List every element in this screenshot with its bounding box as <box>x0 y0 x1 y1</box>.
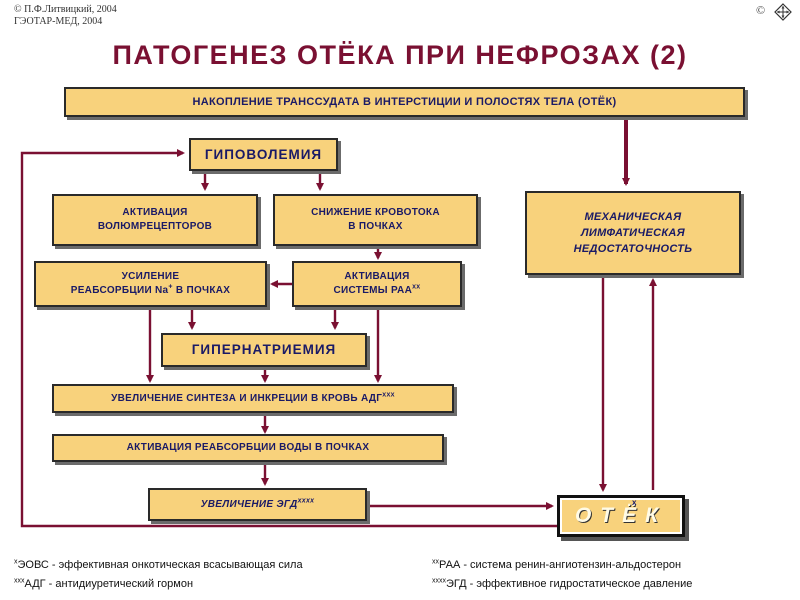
edema-label: ОТЁК <box>574 504 668 527</box>
footnote-raa: ххРАА - система ренин-ангиотензин-альдос… <box>432 556 681 575</box>
blood-flow-line-2: В ПОЧКАХ <box>348 221 403 232</box>
volumereceptors-line-1: АКТИВАЦИЯ <box>122 207 188 218</box>
raa-activation-box: АКТИВАЦИЯ СИСТЕМЫ РААхх <box>292 261 462 307</box>
mechanical-insufficiency-box: МЕХАНИЧЕСКАЯ ЛИМФАТИЧЕСКАЯ НЕДОСТАТОЧНОС… <box>525 191 741 275</box>
footnote-eovs-sup: х <box>14 558 18 566</box>
blood-flow-line-1: СНИЖЕНИЕ КРОВОТОКА <box>311 207 440 218</box>
raa-line-2: СИСТЕМЫ РАА <box>333 285 413 296</box>
mechanical-line-1: МЕХАНИЧЕСКАЯ <box>584 211 682 223</box>
volumereceptors-box: АКТИВАЦИЯ ВОЛЮМРЕЦЕПТОРОВ <box>52 194 258 246</box>
egd-increase-label: УВЕЛИЧЕНИЕ ЭГД <box>200 498 298 510</box>
na-reabsorption-line-1: УСИЛЕНИЕ <box>121 271 180 282</box>
volumereceptors-line-2: ВОЛЮМРЕЦЕПТОРОВ <box>97 221 213 232</box>
mechanical-line-2: ЛИМФАТИЧЕСКАЯ <box>581 227 685 239</box>
transudate-label: НАКОПЛЕНИЕ ТРАНССУДАТА В ИНТЕРСТИЦИИ И П… <box>192 96 617 108</box>
raa-line-1: АКТИВАЦИЯ <box>344 271 410 282</box>
footnote-raa-sup: хх <box>432 558 439 566</box>
hypernatremia-label: ГИПЕРНАТРИЕМИЯ <box>191 342 337 357</box>
egd-increase-box: УВЕЛИЧЕНИЕ ЭГДхххх <box>148 488 367 521</box>
water-reabsorption-label: АКТИВАЦИЯ РЕАБСОРБЦИИ ВОДЫ В ПОЧКАХ <box>126 442 370 453</box>
hypovolemia-box: ГИПОВОЛЕМИЯ <box>189 138 338 171</box>
footnote-eovs-text: ЭОВС - эффективная онкотическая всасываю… <box>17 559 303 571</box>
hypernatremia-box: ГИПЕРНАТРИЕМИЯ <box>161 333 367 367</box>
arrow-edema-to-hypovolemia <box>20 149 557 528</box>
water-reabsorption-box: АКТИВАЦИЯ РЕАБСОРБЦИИ ВОДЫ В ПОЧКАХ <box>52 434 444 462</box>
edema-sup: х <box>632 498 637 507</box>
footnote-egd: ххххЭГД - эффективное гидростатическое д… <box>432 575 692 594</box>
footnote-adh-text: АДГ - антидиуретический гормон <box>24 578 194 590</box>
footnote-adh-sup: ххх <box>14 577 25 585</box>
mechanical-line-3: НЕДОСТАТОЧНОСТЬ <box>573 243 693 255</box>
adh-synthesis-box: УВЕЛИЧЕНИЕ СИНТЕЗА И ИНКРЕЦИИ В КРОВЬ АД… <box>52 384 454 413</box>
adh-sup: ххх <box>382 391 395 399</box>
egd-sup: хххх <box>297 497 315 505</box>
copyright-line-1: © П.Ф.Литвицкий, 2004 <box>14 4 117 15</box>
copyright-symbol: © <box>756 3 766 17</box>
na-plus-sup: + <box>168 283 173 291</box>
adh-synthesis-label: УВЕЛИЧЕНИЕ СИНТЕЗА И ИНКРЕЦИИ В КРОВЬ АД… <box>111 392 383 404</box>
copyright-line-2: ГЭОТАР-МЕД, 2004 <box>14 16 103 27</box>
transudate-box: НАКОПЛЕНИЕ ТРАНССУДАТА В ИНТЕРСТИЦИИ И П… <box>64 87 745 117</box>
copyright-notice: © П.Ф.Литвицкий, 2004 ГЭОТАР-МЕД, 2004 <box>14 4 117 28</box>
na-reabsorption-line-2a: РЕАБСОРБЦИИ Na <box>70 285 169 296</box>
edema-box: ОТЁК х <box>557 495 685 537</box>
footnote-raa-text: РАА - система ренин-ангиотензин-альдосте… <box>439 559 682 571</box>
footnote-egd-text: ЭГД - эффективное гидростатическое давле… <box>446 578 693 590</box>
footnote-egd-sup: хххх <box>432 577 446 585</box>
footnote-eovs: хЭОВС - эффективная онкотическая всасыва… <box>14 556 303 575</box>
hypovolemia-label: ГИПОВОЛЕМИЯ <box>204 146 323 162</box>
diamond-nav-icon[interactable] <box>774 3 792 21</box>
na-reabsorption-box: УСИЛЕНИЕ РЕАБСОРБЦИИ Na+ В ПОЧКАХ <box>34 261 267 307</box>
footnote-adh: хххАДГ - антидиуретический гормон <box>14 575 193 594</box>
raa-sup: хх <box>412 283 421 291</box>
page-title: ПАТОГЕНЕЗ ОТЁКА ПРИ НЕФРОЗАХ (2) <box>112 40 688 70</box>
na-reabsorption-line-2b: В ПОЧКАХ <box>172 285 231 296</box>
blood-flow-box: СНИЖЕНИЕ КРОВОТОКА В ПОЧКАХ <box>273 194 478 246</box>
